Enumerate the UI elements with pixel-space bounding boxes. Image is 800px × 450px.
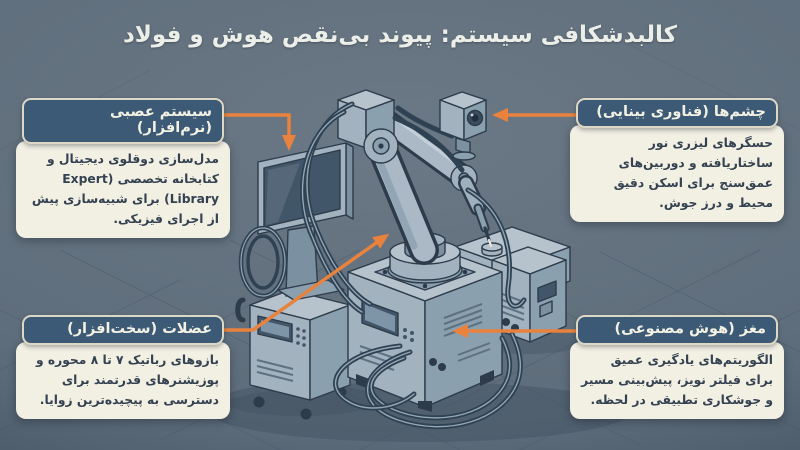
- callout-vision-body: حسگرهای لیزری نور ساختاریافته و دوربین‌ه…: [570, 125, 784, 222]
- callout-software-body: مدل‌سازی دوقلوی دیجیتال و کتابخانه تخصصی…: [16, 141, 230, 238]
- welding-robot-arm-icon: [300, 89, 527, 315]
- welding-power-source-icon: [491, 246, 567, 343]
- monitor-workstation-icon: [235, 142, 354, 420]
- callout-software: سیستم عصبی (نرم‌افزار) مدل‌سازی دوقلوی د…: [16, 98, 230, 238]
- callout-hardware-body: بازوهای رباتیک ۷ تا ۸ محوره و پوزیشنرهای…: [16, 342, 230, 419]
- connector-arrow-hardware: [222, 233, 390, 332]
- callout-ai-body: الگوریتم‌های یادگیری عمیق برای فیلتر نوی…: [570, 342, 784, 419]
- connector-arrow-software: [222, 113, 296, 151]
- callout-ai: مغز (هوش مصنوعی) الگوریتم‌های یادگیری عم…: [570, 315, 784, 419]
- cable-bundle-icon: [333, 331, 523, 430]
- page-title: کالبدشکافی سیستم: پیوند بی‌نقص هوش و فول…: [122, 22, 677, 48]
- callout-hardware-title: عضلات (سخت‌افزار): [22, 315, 224, 345]
- callout-vision: چشم‌ها (فناوری بینایی) حسگرهای لیزری نور…: [570, 98, 784, 222]
- callout-hardware: عضلات (سخت‌افزار) بازوهای رباتیک ۷ تا ۸ …: [16, 315, 230, 419]
- callout-vision-title: چشم‌ها (فناوری بینایی): [576, 98, 778, 128]
- vision-camera-icon: [395, 91, 487, 161]
- callout-software-title: سیستم عصبی (نرم‌افزار): [22, 98, 224, 144]
- connector-arrows: [222, 108, 578, 338]
- callout-ai-title: مغز (هوش مصنوعی): [576, 315, 778, 345]
